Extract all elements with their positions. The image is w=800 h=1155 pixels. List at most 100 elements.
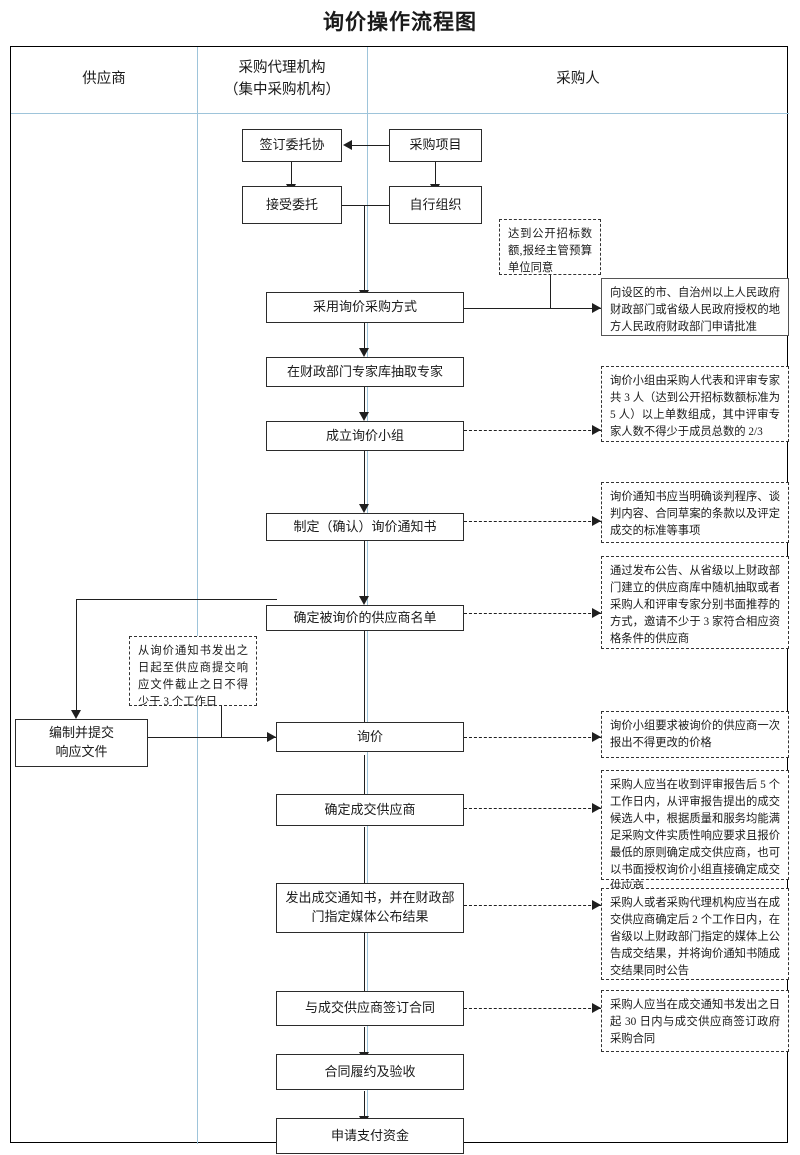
node-make-inquiry-notice[interactable]: 制定（确认）询价通知书 (266, 513, 464, 541)
node-contract-performance-label: 合同履约及验收 (324, 1063, 416, 1079)
arrow-group-to-note (592, 425, 601, 435)
connector-performance-to-payment (364, 1091, 365, 1118)
lane-divider-supplier-agency (197, 47, 198, 1144)
arrow-project-to-sign (343, 140, 352, 150)
connector-winner-to-note (464, 808, 601, 809)
lane-header-buyer: 采购人 (367, 47, 789, 113)
note-apply-approval: 向设区的市、自治州以上人民政府财政部门或省级人民政府授权的地方人民政府财政部门申… (601, 278, 789, 336)
note-inquiry-group-makeup: 询价小组由采购人代表和评审专家共 3 人（达到公开招标数额标准为 5 人）以上单… (601, 366, 789, 442)
arrow-prepare-to-inquiry (267, 732, 276, 742)
note-inquiry-notice-content: 询价通知书应当明确谈判程序、谈判内容、合同草案的条款以及评定成交的标准等事项 (601, 482, 789, 543)
node-sign-entrustment[interactable]: 签订委托协 (242, 129, 342, 162)
lane-header-rule (11, 113, 789, 114)
node-issue-award-notice-label: 发出成交通知书，并在财政部 门指定媒体公布结果 (285, 890, 455, 924)
connector-threshold-note-drop (550, 274, 551, 309)
node-draw-experts[interactable]: 在财政部门专家库抽取专家 (266, 357, 464, 387)
connector-awardnotice-to-note (464, 905, 601, 906)
node-draw-experts-label: 在财政部门专家库抽取专家 (286, 363, 443, 379)
arrow-group-to-notice (359, 504, 369, 513)
connector-contract-to-performance (364, 1027, 365, 1054)
node-sign-entrustment-label: 签订委托协 (259, 137, 325, 153)
connector-adopt-to-approval-note (464, 308, 601, 309)
note-one-time-quote: 询价小组要求被询价的供应商一次报出不得更改的价格 (601, 711, 789, 758)
node-accept-entrustment-label: 接受委托 (265, 196, 318, 212)
connector-experts-to-group (364, 387, 365, 414)
page-title: 询价操作流程图 (323, 11, 477, 34)
connector-inquiry-to-note (464, 737, 601, 738)
node-apply-payment[interactable]: 申请支付资金 (276, 1118, 464, 1154)
node-determine-winner-label: 确定成交供应商 (324, 801, 416, 817)
connector-notice-to-note (464, 521, 601, 522)
node-inquiry-label: 询价 (356, 728, 383, 744)
arrow-notice-to-supplierlist (359, 596, 369, 605)
node-determine-supplier-list[interactable]: 确定被询价的供应商名单 (266, 605, 464, 631)
node-adopt-inquiry-method-label: 采用询价采购方式 (312, 299, 417, 315)
node-self-organize[interactable]: 自行组织 (389, 186, 482, 224)
note-open-tender-threshold-text: 达到公开招标数额,报经主管预算单位同意 (508, 228, 592, 274)
note-apply-approval-text: 向设区的市、自治州以上人民政府财政部门或省级人民政府授权的地方人民政府财政部门申… (610, 287, 780, 333)
lane-divider-agency-buyer (367, 47, 368, 1144)
node-issue-award-notice[interactable]: 发出成交通知书，并在财政部 门指定媒体公布结果 (276, 883, 464, 933)
arrow-inquiry-to-note (592, 732, 601, 742)
arrow-contract-to-note (592, 1003, 601, 1013)
lane-header-agency: 采购代理机构 （集中采购机构） (197, 47, 367, 113)
connector-join-to-adopt (364, 205, 365, 292)
note-publish-result-text: 采购人或者采购代理机构应当在成交供应商确定后 2 个工作日内，在省级以上财政部门… (610, 897, 780, 977)
node-adopt-inquiry-method[interactable]: 采用询价采购方式 (266, 292, 464, 323)
connector-project-to-selforg (435, 145, 436, 186)
connector-winner-to-notice (364, 827, 365, 916)
arrow-awardnotice-to-note (592, 900, 601, 910)
lane-header-agency-sublabel: （集中采购机构） (224, 82, 340, 98)
connector-adopt-to-experts (364, 323, 365, 350)
connector-group-to-note (464, 430, 601, 431)
note-response-deadline: 从询价通知书发出之日起至供应商提交响应文件截止之日不得少于 3 个工作日 (129, 636, 257, 708)
arrow-adopt-to-experts (359, 348, 369, 357)
arrow-experts-to-group (359, 412, 369, 421)
node-accept-entrustment[interactable]: 接受委托 (242, 186, 342, 224)
node-determine-winner[interactable]: 确定成交供应商 (276, 794, 464, 826)
connector-sign-to-accept (291, 162, 292, 186)
note-open-tender-threshold: 达到公开招标数额,报经主管预算单位同意 (499, 219, 601, 275)
connector-supplierlist-to-prepare-v (76, 599, 77, 714)
node-form-inquiry-group-label: 成立询价小组 (325, 427, 404, 443)
connector-supplierlist-to-note (464, 613, 601, 614)
note-supplier-selection-text: 通过发布公告、从省级以上财政部门建立的供应商库中随机抽取或者采购人和评审专家分别… (610, 565, 780, 645)
arrow-notice-to-note (592, 516, 601, 526)
note-inquiry-group-makeup-text: 询价小组由采购人代表和评审专家共 3 人（达到公开招标数额标准为 5 人）以上单… (610, 375, 780, 438)
note-inquiry-notice-content-text: 询价通知书应当明确谈判程序、谈判内容、合同草案的条款以及评定成交的标准等事项 (610, 491, 780, 537)
connector-supplierlist-to-prepare-h (76, 599, 277, 600)
node-prepare-response-doc-label: 编制并提交 响应文件 (48, 725, 114, 759)
lane-header-buyer-label: 采购人 (556, 71, 600, 88)
note-award-decision: 采购人应当在收到评审报告后 5 个工作日内，从评审报告提出的成交候选人中，根据质… (601, 770, 789, 893)
node-procurement-project[interactable]: 采购项目 (389, 129, 482, 162)
note-award-decision-text: 采购人应当在收到评审报告后 5 个工作日内，从评审报告提出的成交候选人中，根据质… (610, 779, 780, 893)
note-publish-result: 采购人或者采购代理机构应当在成交供应商确定后 2 个工作日内，在省级以上财政部门… (601, 888, 789, 980)
arrow-supplierlist-to-note (592, 608, 601, 618)
node-sign-contract-label: 与成交供应商签订合同 (304, 1000, 435, 1016)
arrow-adopt-to-approval-note (592, 303, 601, 313)
connector-inquiry-to-winner (364, 755, 365, 800)
connector-accept-selforg-join (341, 205, 389, 206)
node-prepare-response-doc[interactable]: 编制并提交 响应文件 (15, 719, 148, 767)
note-contract-30days: 采购人应当在成交通知书发出之日起 30 日内与成交供应商签订政府采购合同 (601, 990, 789, 1052)
note-one-time-quote-text: 询价小组要求被询价的供应商一次报出不得更改的价格 (610, 720, 780, 749)
node-apply-payment-label: 申请支付资金 (330, 1127, 409, 1143)
connector-prepare-to-inquiry (148, 737, 276, 738)
node-make-inquiry-notice-label: 制定（确认）询价通知书 (293, 518, 437, 534)
arrow-winner-to-note (592, 803, 601, 813)
lane-header-agency-label: 采购代理机构 (238, 60, 326, 77)
node-determine-supplier-list-label: 确定被询价的供应商名单 (293, 609, 437, 625)
node-inquiry[interactable]: 询价 (276, 722, 464, 752)
node-form-inquiry-group[interactable]: 成立询价小组 (266, 421, 464, 451)
node-self-organize-label: 自行组织 (409, 196, 462, 212)
connector-group-to-notice (364, 451, 365, 506)
node-contract-performance[interactable]: 合同履约及验收 (276, 1054, 464, 1090)
connector-notice-to-supplierlist (364, 541, 365, 598)
connector-deadline-note-drop (221, 706, 222, 738)
connector-project-to-sign (352, 145, 389, 146)
connector-contract-to-note (464, 1008, 601, 1009)
node-sign-contract[interactable]: 与成交供应商签订合同 (276, 991, 464, 1026)
connector-supplierlist-to-inquiry (364, 631, 365, 735)
note-contract-30days-text: 采购人应当在成交通知书发出之日起 30 日内与成交供应商签订政府采购合同 (610, 999, 780, 1045)
lane-header-supplier-label: 供应商 (82, 71, 126, 88)
